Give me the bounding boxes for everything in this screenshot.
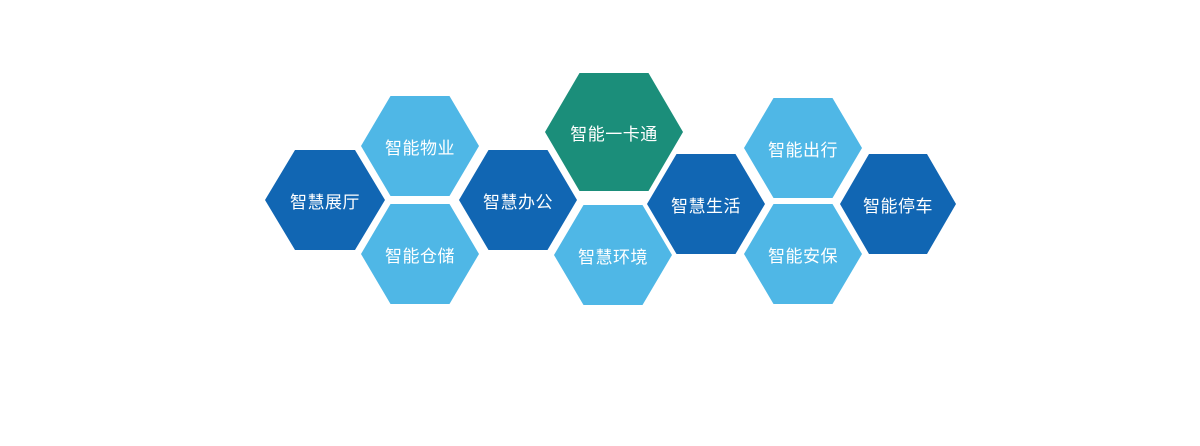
hex-smart-property[interactable]: 智能物业 (361, 96, 479, 196)
hex-label: 智能停车 (863, 196, 933, 217)
hex-label: 智能仓储 (385, 246, 455, 267)
hex-smart-warehouse[interactable]: 智能仓储 (361, 204, 479, 304)
hex-smart-living[interactable]: 智慧生活 (647, 154, 765, 254)
hex-label: 智能物业 (385, 138, 455, 159)
hex-label: 智能出行 (768, 140, 838, 161)
hex-smart-parking[interactable]: 智能停车 (840, 154, 956, 254)
hex-smart-travel[interactable]: 智能出行 (744, 98, 862, 198)
hex-label: 智能安保 (768, 246, 838, 267)
hex-smart-showroom[interactable]: 智慧展厅 (265, 150, 385, 250)
hex-label: 智慧展厅 (290, 192, 360, 213)
hex-label: 智慧办公 (483, 192, 553, 213)
hex-label: 智慧环境 (578, 247, 648, 268)
hex-smart-environment[interactable]: 智慧环境 (554, 205, 672, 305)
hex-smart-security[interactable]: 智能安保 (744, 204, 862, 304)
hex-label: 智慧生活 (671, 196, 741, 217)
hex-label: 智能一卡通 (570, 124, 658, 145)
hex-smart-office[interactable]: 智慧办公 (459, 150, 577, 250)
hex-smart-card[interactable]: 智能一卡通 (545, 73, 683, 191)
